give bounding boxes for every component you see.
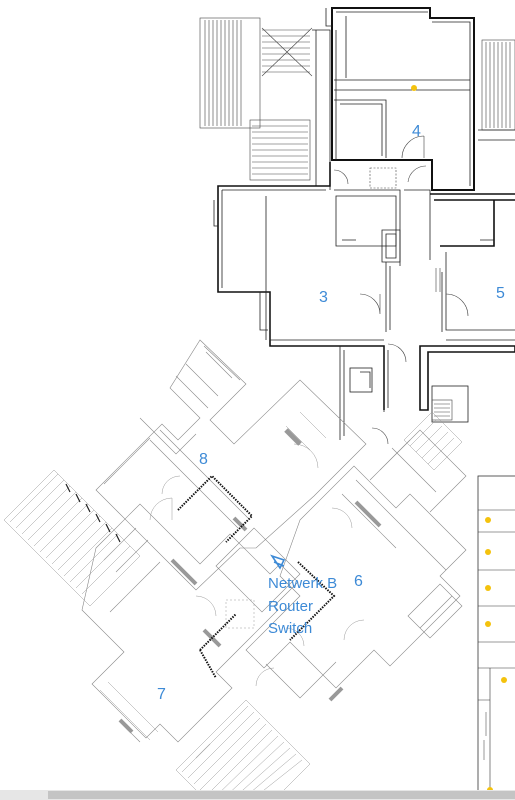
- room-label-5: 5: [496, 285, 505, 302]
- device-label-switch: Switch: [268, 620, 312, 637]
- terrace-left: [3, 469, 141, 607]
- stair-top-left: [199, 8, 332, 190]
- marker-icon: [411, 85, 417, 91]
- marker-icon: [501, 677, 507, 683]
- room-label-8: 8: [199, 451, 208, 468]
- marker-icon: [485, 517, 491, 523]
- stair-right-middle: [431, 385, 469, 423]
- router-icon: [270, 554, 286, 570]
- title-block: [477, 475, 515, 797]
- lower-building: [3, 339, 467, 799]
- marker-icon: [485, 585, 491, 591]
- upper-building: [199, 7, 515, 445]
- device-zone-6: [199, 561, 336, 679]
- horizontal-scrollbar[interactable]: [0, 790, 515, 800]
- device-label-name: Netwerk B: [268, 575, 337, 592]
- terrace-bottom: [175, 699, 311, 799]
- device-label-router: Router: [268, 598, 313, 615]
- marker-icon: [485, 621, 491, 627]
- marker-icon: [485, 549, 491, 555]
- room-label-4: 4: [412, 123, 421, 140]
- scrollbar-thumb[interactable]: [48, 791, 515, 799]
- network-device[interactable]: Netwerk B Router Switch: [268, 554, 337, 637]
- room-label-3: 3: [319, 289, 328, 306]
- room-label-6: 6: [354, 573, 363, 590]
- device-zone-8: [177, 474, 254, 543]
- stair-top-right: [478, 39, 515, 141]
- stair-room-6: [403, 411, 463, 471]
- room-label-7: 7: [157, 686, 166, 703]
